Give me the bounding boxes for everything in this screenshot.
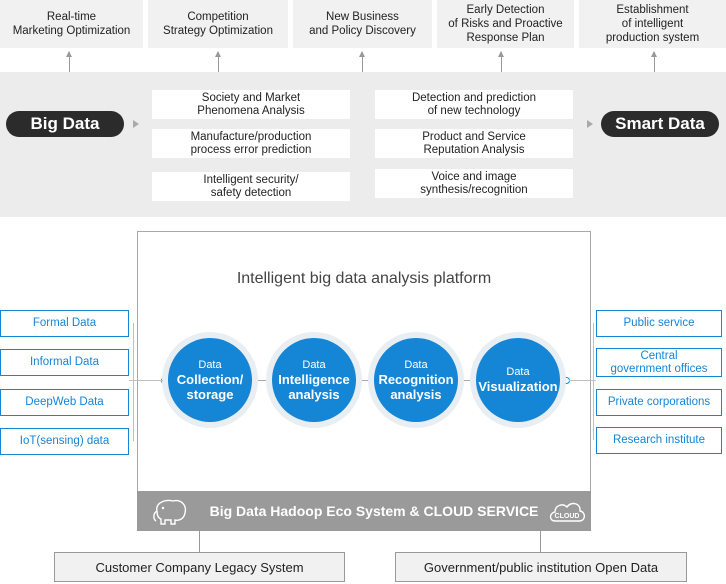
up-arrow-icon	[359, 51, 365, 72]
up-arrow-icon	[498, 51, 504, 72]
goal-competition-strategy: Competition Strategy Optimization	[148, 0, 288, 48]
step-collection-label: Data	[198, 358, 222, 371]
output-public-service: Public service	[596, 310, 722, 337]
reputation-analysis: Product and Service Reputation Analysis	[375, 129, 573, 158]
output-private-corporations: Private corporations	[596, 389, 722, 416]
hadoop-elephant-icon	[153, 499, 187, 525]
step-recognition-title: Recognition analysis	[378, 371, 454, 402]
step-collection-title: Collection/ storage	[176, 371, 244, 402]
open-data-box: Government/public institution Open Data	[395, 552, 687, 582]
step-intelligence-title: Intelligence analysis	[278, 371, 350, 402]
step-visualization-title: Visualization	[478, 379, 558, 394]
smart-data-pill: Smart Data	[601, 111, 719, 137]
arrow-right-icon	[587, 120, 593, 128]
cloud-icon: CLOUD	[549, 502, 586, 522]
big-data-pill: Big Data	[6, 111, 124, 137]
manufacture-error-prediction: Manufacture/production process error pre…	[152, 129, 350, 158]
goal-realtime-marketing: Real-time Marketing Optimization	[0, 0, 143, 48]
output-central-government: Central government offices	[596, 348, 722, 377]
step-intelligence-label: Data	[302, 358, 326, 371]
cloud-label: CLOUD	[555, 513, 580, 520]
input-formal-data: Formal Data	[0, 310, 129, 337]
step-visualization-label: Data	[506, 366, 530, 378]
platform-title: Intelligent big data analysis platform	[236, 270, 492, 287]
intelligent-security-detection: Intelligent security/ safety detection	[152, 172, 350, 201]
input-iot-data: IoT(sensing) data	[0, 428, 129, 455]
up-arrow-icon	[215, 51, 221, 72]
output-bracket	[593, 323, 594, 440]
new-technology-detection: Detection and prediction of new technolo…	[375, 90, 573, 119]
goal-new-business: New Business and Policy Discovery	[293, 0, 432, 48]
input-connector	[129, 380, 163, 381]
input-informal-data: Informal Data	[0, 349, 129, 376]
legacy-system-box: Customer Company Legacy System	[54, 552, 345, 582]
up-arrow-icon	[651, 51, 657, 72]
analysis-band	[0, 72, 726, 217]
goal-intelligent-production: Establishment of intelligent production …	[579, 0, 726, 48]
arrow-right-icon	[133, 120, 139, 128]
process-line	[164, 380, 568, 381]
step-recognition-label: Data	[404, 358, 428, 371]
output-connector	[569, 380, 596, 381]
hadoop-label: Big Data Hadoop Eco System & CLOUD SERVI…	[209, 503, 539, 519]
legacy-connector	[199, 531, 200, 552]
input-deepweb-data: DeepWeb Data	[0, 389, 129, 416]
hadoop-bar: Big Data Hadoop Eco System & CLOUD SERVI…	[137, 491, 591, 531]
input-bracket	[133, 323, 134, 441]
up-arrow-icon	[66, 51, 72, 72]
output-research-institute: Research institute	[596, 427, 722, 454]
society-market-analysis: Society and Market Phenomena Analysis	[152, 90, 350, 119]
goal-early-detection: Early Detection of Risks and Proactive R…	[437, 0, 574, 48]
voice-image-recognition: Voice and image synthesis/recognition	[375, 169, 573, 198]
open-data-connector	[540, 531, 541, 552]
